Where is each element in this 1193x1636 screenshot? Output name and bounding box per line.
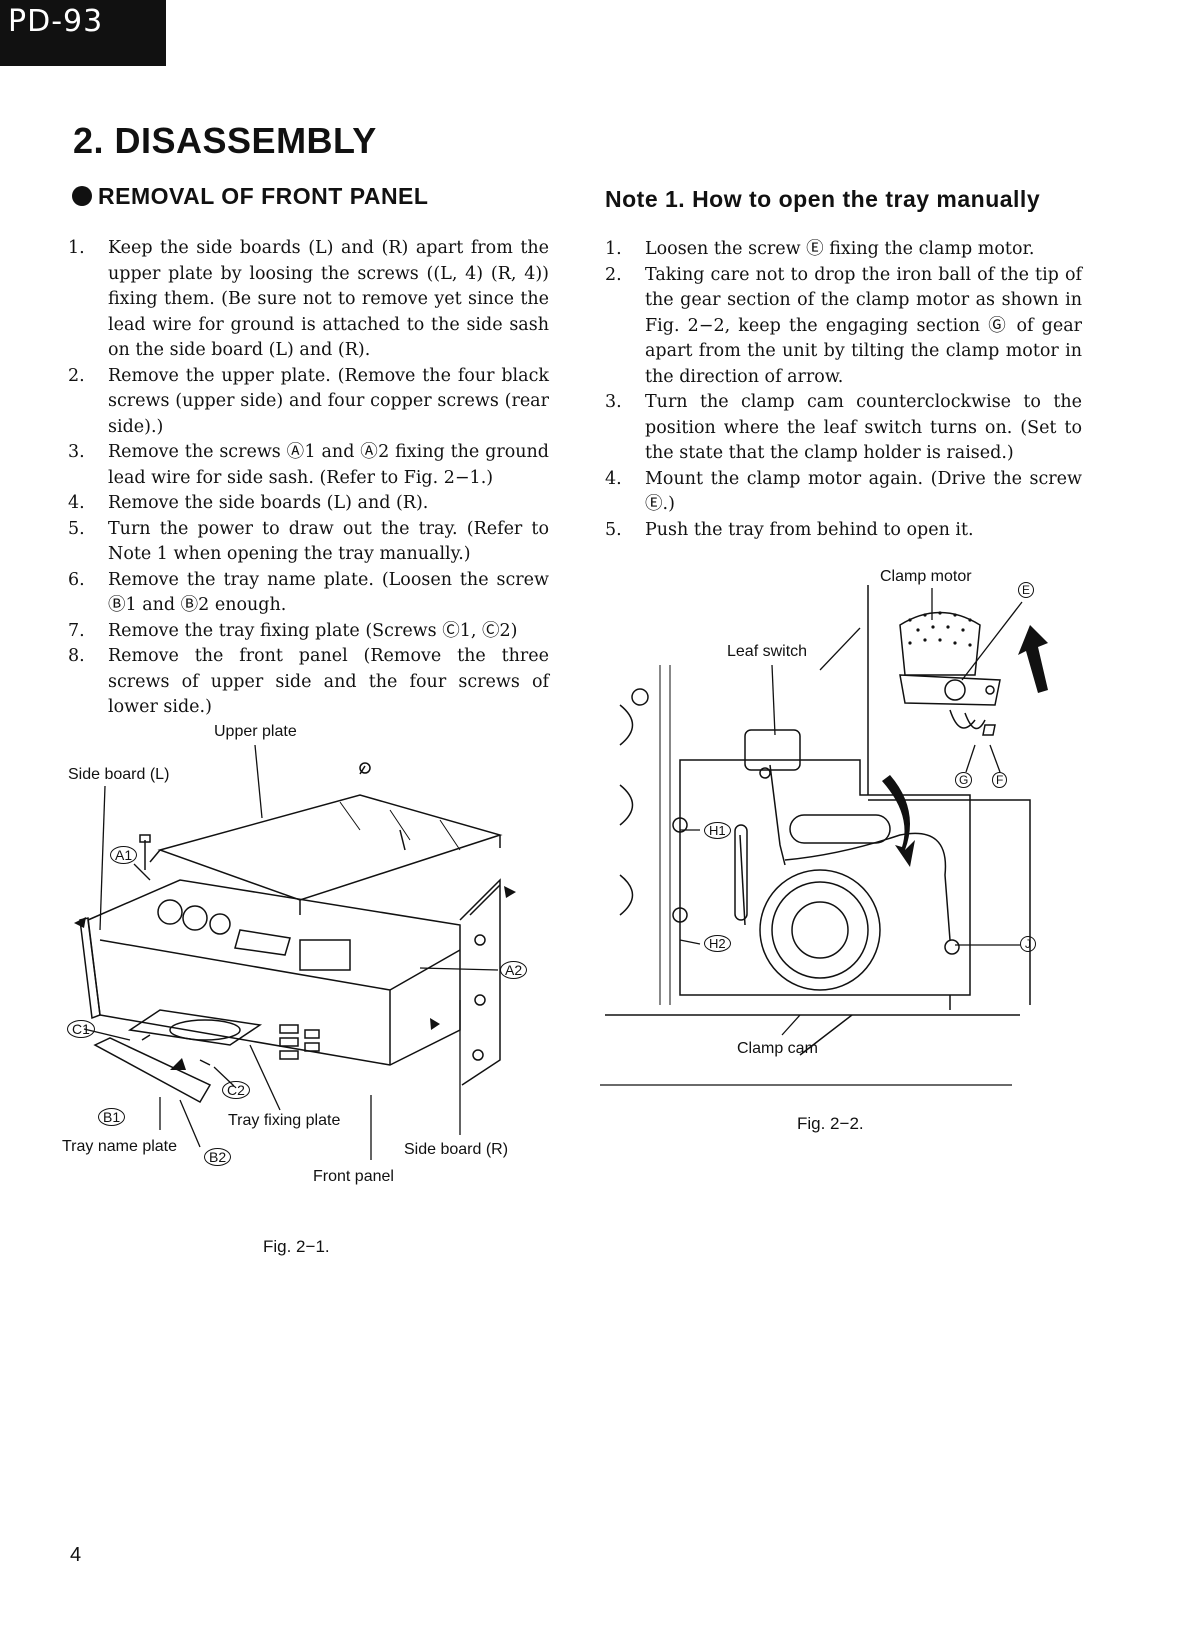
label-side-board-l: Side board (L) (68, 766, 170, 783)
right-step-list: 1. Loosen the screw Ⓔ fixing the clamp mo… (605, 237, 1082, 543)
callout-e: E (1018, 582, 1035, 598)
page-number: 4 (70, 1544, 82, 1566)
callout-h2: H2 (704, 935, 731, 952)
step-text: Loosen the screw Ⓔ fixing the clamp moto… (645, 239, 1035, 259)
step-text: Mount the clamp motor again. (Drive the … (645, 468, 1082, 515)
fig-2-2-illustration (605, 585, 1048, 1056)
right-heading: Note 1. How to open the tray manually (605, 186, 1041, 212)
label-leaf-switch: Leaf switch (727, 643, 808, 660)
step-number: 4. (68, 493, 85, 513)
left-step: 7. Remove the tray fixing plate (Screws Ⓒ… (68, 619, 549, 645)
step-number: 4. (605, 468, 622, 489)
step-text: Taking care not to drop the iron ball of… (645, 264, 1082, 387)
step-number: 5. (605, 519, 622, 540)
right-step: 5. Push the tray from behind to open it. (605, 518, 1082, 544)
callout-c1: C1 (67, 1020, 95, 1038)
right-step: 3. Turn the clamp cam counterclockwise to… (605, 390, 1082, 467)
step-number: 1. (68, 238, 85, 258)
step-number: 3. (605, 392, 622, 412)
callout-b2: B2 (204, 1148, 232, 1166)
page-title: 2. DISASSEMBLY (73, 120, 377, 161)
step-text: Remove the front panel (Remove the three… (108, 646, 549, 717)
step-number: 2. (68, 365, 85, 386)
left-step-list: 1. Keep the side boards (L) and (R) apart… (68, 236, 549, 721)
step-text: Remove the side boards (L) and (R). (108, 493, 429, 513)
callout-j: J (1020, 936, 1036, 952)
step-number: 5. (68, 518, 85, 539)
left-step: 6. Remove the tray name plate. (Loosen th… (68, 568, 549, 619)
left-step: 5. Turn the power to draw out the tray. (… (68, 517, 549, 568)
callout-c2: C2 (222, 1081, 250, 1099)
step-number: 3. (68, 442, 85, 462)
step-text: Remove the tray name plate. (Loosen the … (108, 569, 549, 616)
callout-a2: A2 (500, 961, 528, 979)
left-step: 2. Remove the upper plate. (Remove the fo… (68, 364, 549, 441)
right-step: 4. Mount the clamp motor again. (Drive th… (605, 467, 1082, 518)
label-clamp-cam: Clamp cam (737, 1040, 818, 1057)
left-heading-text: REMOVAL OF FRONT PANEL (98, 183, 429, 209)
step-number: 8. (68, 646, 85, 666)
fig-2-2-caption: Fig. 2−2. (797, 1114, 864, 1133)
step-text: Push the tray from behind to open it. (645, 519, 974, 540)
step-text: Remove the upper plate. (Remove the four… (108, 365, 549, 437)
label-clamp-motor: Clamp motor (880, 568, 972, 585)
callout-a1: A1 (110, 846, 138, 864)
left-step: 4. Remove the side boards (L) and (R). (68, 491, 549, 517)
right-step: 1. Loosen the screw Ⓔ fixing the clamp mo… (605, 237, 1082, 263)
model-tab: PD-93 (0, 0, 166, 66)
fig-2-1-caption: Fig. 2−1. (263, 1237, 330, 1256)
step-number: 6. (68, 569, 85, 590)
step-number: 7. (68, 620, 85, 641)
model-label: PD-93 (8, 4, 104, 39)
callout-g: G (955, 772, 973, 788)
callout-h1: H1 (704, 822, 731, 839)
callout-b1: B1 (98, 1108, 126, 1126)
label-tray-name-plate: Tray name plate (62, 1138, 178, 1155)
left-step: 3. Remove the screws Ⓐ1 and Ⓐ2 fixing the… (68, 440, 549, 491)
right-step: 2. Taking care not to drop the iron ball … (605, 263, 1082, 391)
fig-2-1-illustration (74, 762, 516, 1104)
left-heading: REMOVAL OF FRONT PANEL (72, 183, 428, 210)
step-number: 1. (605, 239, 622, 259)
label-tray-fixing-plate: Tray fixing plate (228, 1112, 341, 1129)
step-number: 2. (605, 264, 622, 285)
callout-f: F (992, 772, 1008, 788)
label-side-board-r: Side board (R) (404, 1141, 509, 1158)
bullet-icon (72, 186, 92, 206)
step-text: Remove the tray fixing plate (Screws Ⓒ1,… (108, 620, 518, 641)
step-text: Turn the clamp cam counterclockwise to t… (645, 392, 1082, 463)
label-upper-plate: Upper plate (214, 723, 297, 740)
step-text: Remove the screws Ⓐ1 and Ⓐ2 fixing the g… (108, 442, 549, 488)
left-step: 1. Keep the side boards (L) and (R) apart… (68, 236, 549, 364)
step-text: Keep the side boards (L) and (R) apart f… (108, 238, 549, 360)
left-step: 8. Remove the front panel (Remove the thr… (68, 644, 549, 721)
step-text: Turn the power to draw out the tray. (Re… (108, 518, 549, 565)
label-front-panel: Front panel (313, 1168, 394, 1185)
